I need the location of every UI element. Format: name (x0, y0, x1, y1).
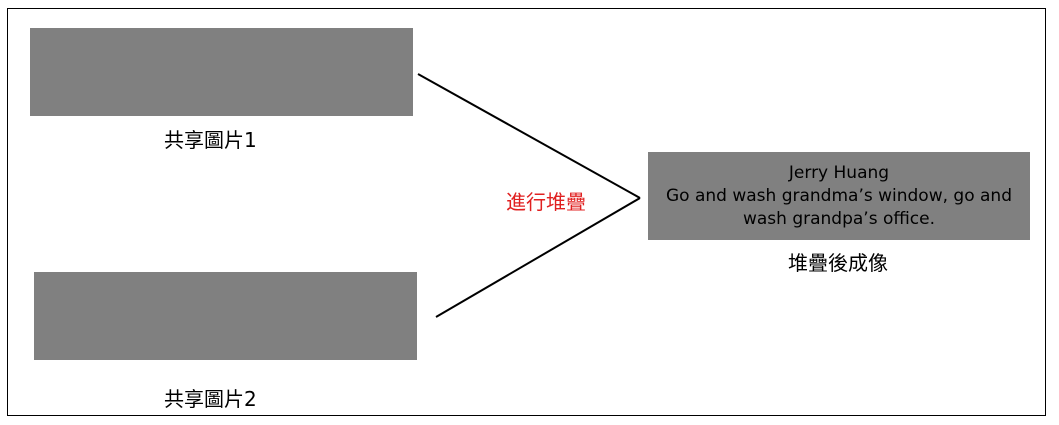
connector-bottom (435, 197, 641, 318)
stacked-result-caption: 堆疊後成像 (788, 251, 888, 275)
shared-image-1 (30, 28, 413, 116)
result-line-2: Go and wash grandma’s window, go and was… (665, 185, 1012, 229)
shared-image-2-caption: 共享圖片2 (164, 387, 257, 411)
shared-image-1-caption: 共享圖片1 (164, 128, 257, 152)
connector-top (417, 73, 641, 199)
result-line-1: Jerry Huang (788, 162, 890, 183)
stacking-action-label: 進行堆疊 (506, 190, 586, 214)
diagram-frame (7, 8, 1046, 416)
shared-image-2 (34, 272, 417, 360)
stacked-result-image: Jerry Huang Go and wash grandma’s window… (648, 152, 1030, 240)
